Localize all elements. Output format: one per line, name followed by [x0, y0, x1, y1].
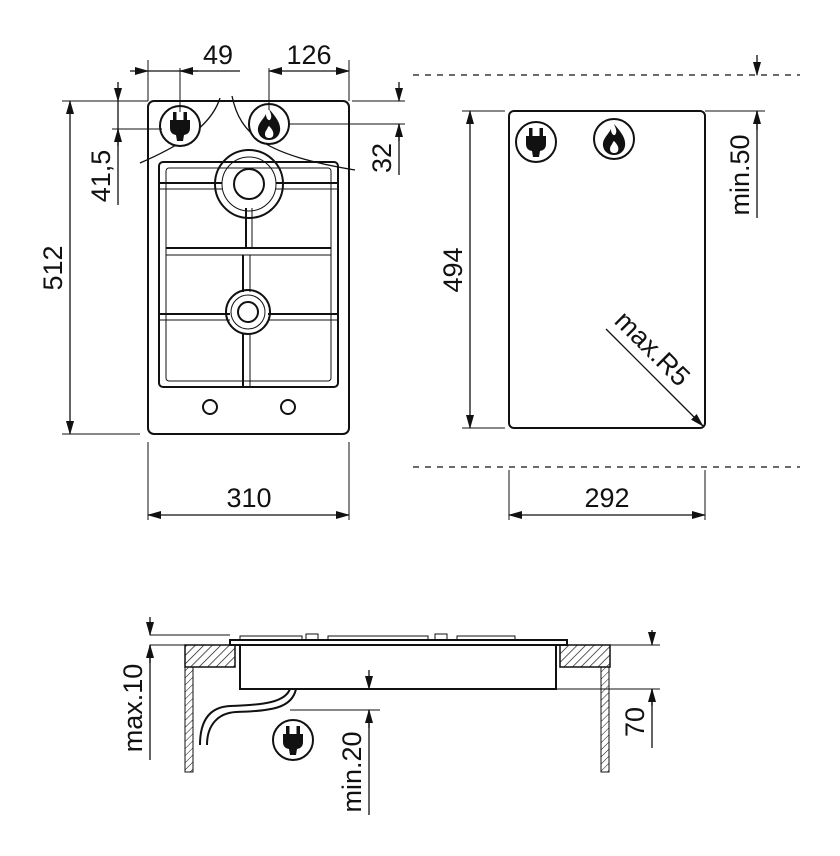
pan-support — [158, 161, 339, 388]
side-section-view — [150, 633, 660, 773]
dimension-min-50: min.50 — [725, 55, 761, 218]
dimension-494: 494 — [438, 110, 474, 429]
dim-512-label: 512 — [38, 245, 68, 290]
dim-max-r5-label: max.R5 — [609, 305, 696, 392]
dimension-512: 512 — [38, 100, 74, 435]
hob-body — [239, 644, 557, 690]
dim-min-50-label: min.50 — [725, 134, 755, 215]
dimension-32: 32 — [367, 82, 403, 175]
knob-left — [202, 399, 218, 415]
worktop-left — [184, 644, 236, 668]
dim-max-10-label: max.10 — [118, 664, 148, 753]
dim-min-20-label: min.20 — [337, 731, 367, 812]
cutout-flame-icon — [593, 118, 635, 160]
dim-292-label: 292 — [584, 483, 629, 513]
hob-outline — [147, 100, 350, 435]
dimension-max-10: max.10 — [118, 617, 154, 760]
worktop-right — [559, 644, 611, 668]
burner-large — [214, 149, 284, 219]
dimension-126: 126 — [268, 40, 350, 75]
dim-494-label: 494 — [438, 247, 468, 292]
dim-70-label: 70 — [620, 707, 650, 737]
dimension-41-5: 41,5 — [86, 82, 122, 205]
dim-49-label: 49 — [203, 40, 233, 70]
dimension-min-20: min.20 — [337, 670, 373, 815]
dim-310-label: 310 — [226, 483, 271, 513]
cutout-view — [413, 74, 800, 520]
hob-top-view — [62, 60, 405, 520]
section-plug-icon — [272, 719, 314, 761]
dim-126-label: 126 — [286, 40, 331, 70]
cutout-plug-icon — [515, 121, 557, 163]
dimension-310: 310 — [147, 483, 350, 519]
knob-right — [280, 399, 296, 415]
burner-small — [225, 289, 271, 335]
cabinet-wall-left — [184, 666, 194, 773]
dimension-49: 49 — [130, 40, 240, 75]
cutout-outline — [508, 110, 706, 429]
dimension-292: 292 — [508, 483, 706, 519]
dim-32-label: 32 — [367, 143, 397, 173]
dim-41-5-label: 41,5 — [86, 150, 116, 203]
dimension-70: 70 — [620, 630, 656, 748]
dimension-max-r5: max.R5 — [605, 305, 704, 427]
cabinet-wall-right — [600, 666, 610, 773]
